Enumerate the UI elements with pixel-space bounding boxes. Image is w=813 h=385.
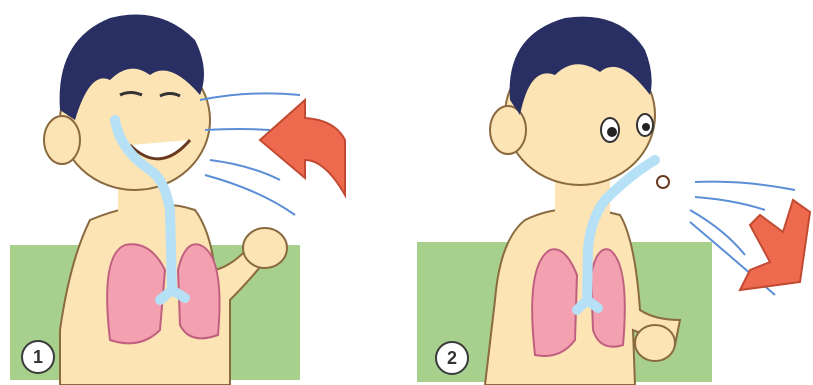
- pursed-lips: [657, 176, 669, 188]
- exhale-illustration: [405, 0, 813, 385]
- right-lung: [591, 249, 625, 346]
- exhale-arrow: [740, 200, 810, 290]
- ear: [44, 116, 80, 164]
- fist: [635, 325, 675, 361]
- left-lung: [532, 249, 577, 356]
- pupil: [642, 123, 650, 131]
- left-lung: [107, 244, 165, 343]
- pupil: [607, 127, 617, 137]
- fist: [243, 228, 287, 268]
- right-lung: [178, 244, 220, 338]
- inhale-arrow: [260, 100, 345, 195]
- panel-number-badge: 2: [435, 341, 469, 375]
- ear: [490, 106, 526, 154]
- inhale-illustration: [0, 0, 400, 385]
- panel-inhale: 1: [0, 0, 400, 385]
- panel-number-badge: 1: [21, 340, 55, 374]
- panel-exhale: 2: [405, 0, 813, 385]
